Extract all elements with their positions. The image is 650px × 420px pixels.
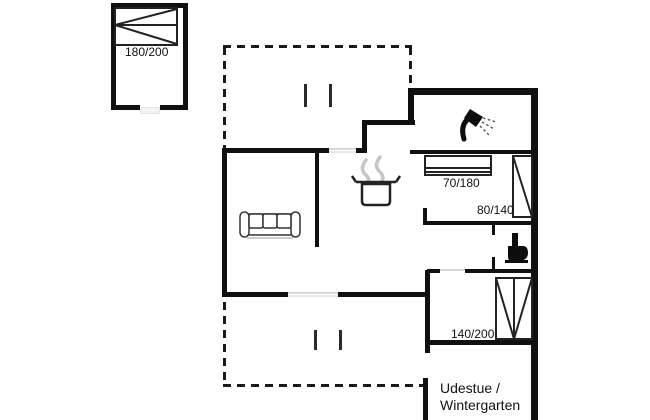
hall-wall-bottom-right: [465, 269, 531, 273]
annex-wall-top: [111, 3, 188, 8]
bedroom1-wall-bottom: [427, 221, 531, 225]
terrace-top-marker-left: [304, 84, 307, 107]
bathroom-wall-left: [408, 88, 414, 125]
living-top-door-opening: [329, 148, 357, 153]
living-wall-top-right: [356, 148, 367, 153]
toilet-partition-lower: [492, 257, 495, 272]
single-bed-diagonal-icon: [512, 155, 533, 218]
bedroom1-bed-size-label: 70/180: [443, 176, 480, 190]
living-wall-bottom-right: [338, 292, 430, 297]
single-bed-icon: [424, 155, 492, 176]
bedroom2-wall-bottom: [427, 340, 533, 345]
conservatory-label-line1: Udestue /: [440, 380, 500, 396]
double-bed-v-icon: [495, 277, 533, 340]
annex-door-opening: [140, 107, 160, 114]
hall-wall-bottom-left: [427, 269, 440, 273]
terrace-top-outline-top: [223, 45, 412, 48]
terrace-top-marker-right: [329, 84, 332, 107]
terrace-bottom-marker-left: [314, 330, 317, 350]
terrace-top-outline-left: [223, 47, 226, 148]
bedroom1-single-bed-size-label: 80/140: [477, 203, 514, 217]
living-wall-top-left: [222, 148, 329, 153]
toilet-partition-upper: [492, 225, 495, 235]
cooking-pot-icon: [350, 155, 402, 207]
toilet-icon: [505, 233, 528, 263]
living-wall-bottom-left: [222, 292, 288, 297]
annex-wall-left: [111, 3, 116, 110]
conservatory-wall-left: [423, 378, 428, 420]
house-wall-right: [531, 88, 538, 420]
annex-wall-right: [183, 3, 188, 110]
annex-bed-size-label: 180/200: [125, 45, 169, 59]
hall-wall-vertical: [425, 270, 430, 353]
terrace-top-outline-right: [409, 47, 412, 88]
house-wall-left: [222, 148, 227, 297]
house-wall-top: [408, 88, 538, 95]
annex-wall-bottom-right: [160, 105, 188, 110]
conservatory-label-line2: Wintergarten: [440, 397, 521, 413]
living-sliding-door: [288, 292, 338, 297]
bathroom-wall-bottom: [410, 150, 531, 154]
living-kitchen-partition: [315, 153, 319, 247]
terrace-bottom-outline-left: [223, 302, 226, 386]
terrace-bottom-marker-right: [339, 330, 342, 350]
kitchen-step-wall-horizontal: [362, 120, 415, 125]
bedroom1-wall-left: [423, 208, 427, 225]
sofa-icon: [239, 211, 301, 239]
annex-wall-bottom-left: [111, 105, 140, 110]
bedroom2-door-opening: [440, 269, 465, 273]
shower-icon: [460, 109, 497, 142]
kitchen-step-wall-vertical: [362, 120, 367, 153]
terrace-bottom-outline-bottom: [223, 384, 423, 387]
bedroom2-bed-size-label: 140/200: [451, 327, 495, 341]
double-bed-icon: [114, 7, 178, 46]
